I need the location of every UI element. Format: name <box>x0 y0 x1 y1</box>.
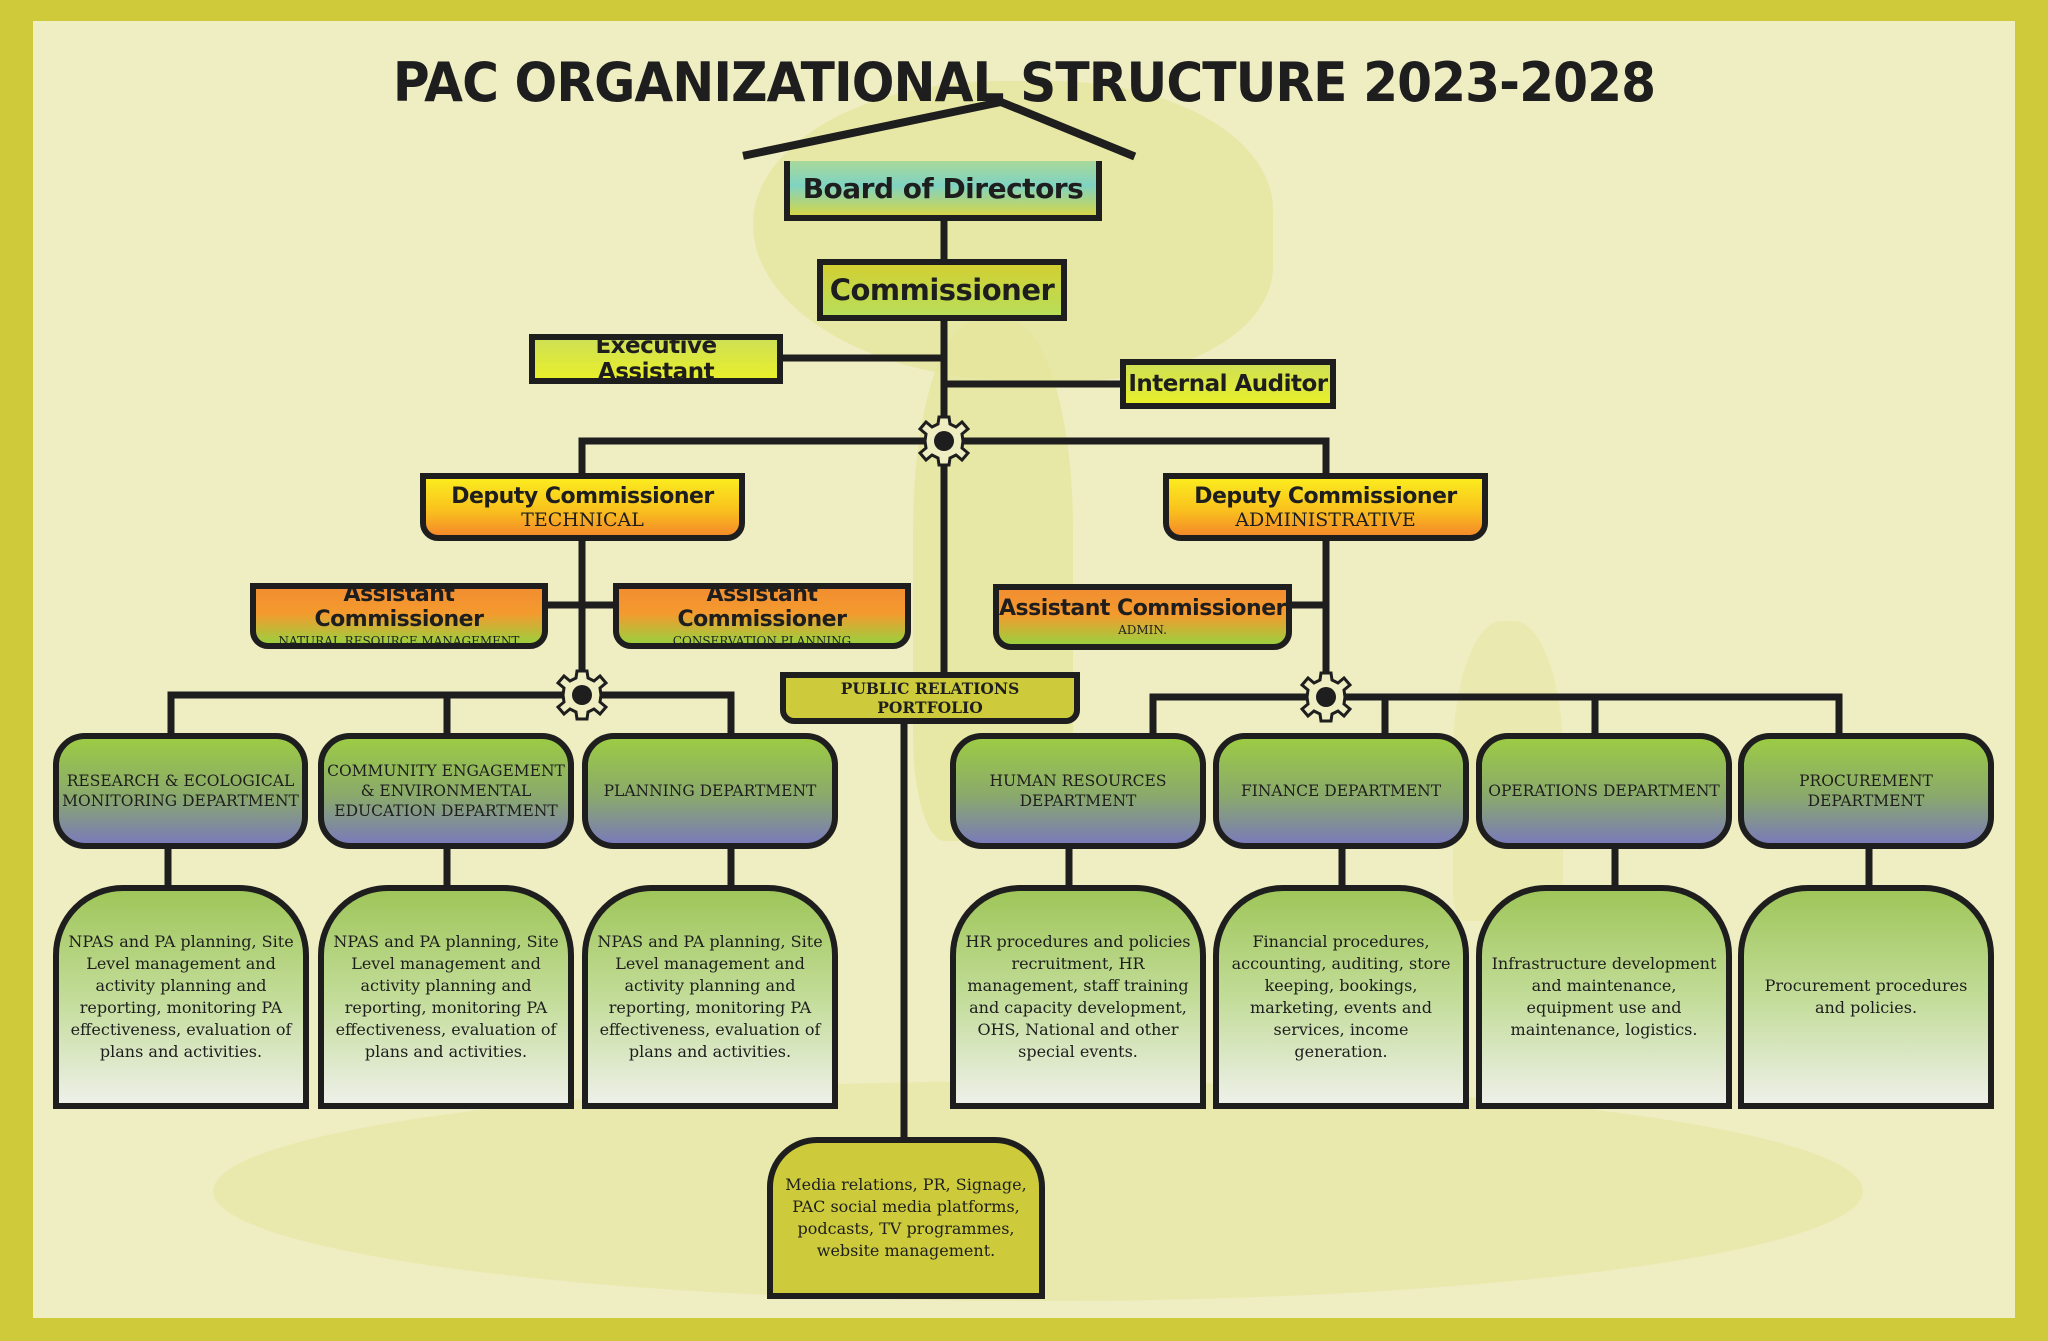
deputy-technical-title: Deputy Commissioner <box>451 483 714 509</box>
department-description-planning: NPAS and PA planning, Site Level managem… <box>582 885 838 1109</box>
assistant-commissioner-cp-box: Assistant Commissioner CONSERVATION PLAN… <box>613 582 911 649</box>
internal-auditor-box: Internal Auditor <box>1120 359 1336 409</box>
department-research-box: RESEARCH & ECOLOGICAL MONITORING DEPARTM… <box>53 733 308 849</box>
department-name: RESEARCH & ECOLOGICAL MONITORING DEPARTM… <box>62 772 299 810</box>
commissioner-label: Commissioner <box>829 273 1055 307</box>
assistant-nrm-title: Assistant Commissioner <box>314 582 484 632</box>
executive-assistant-box: Executive Assistant <box>529 333 783 385</box>
department-description: Financial procedures, accounting, auditi… <box>1231 932 1451 1061</box>
department-description-community-engagement: NPAS and PA planning, Site Level managem… <box>318 885 574 1109</box>
department-operations-box: OPERATIONS DEPARTMENT <box>1476 733 1732 849</box>
assistant-admin-title: Assistant Commissioner <box>999 595 1286 621</box>
department-name: PLANNING DEPARTMENT <box>603 782 817 800</box>
department-finance-box: FINANCE DEPARTMENT <box>1213 733 1469 849</box>
department-description: NPAS and PA planning, Site Level managem… <box>68 932 294 1061</box>
department-human-resources-box: HUMAN RESOURCES DEPARTMENT <box>950 733 1206 849</box>
department-community-engagement-box: COMMUNITY ENGAGEMENT & ENVIRONMENTAL EDU… <box>318 733 574 849</box>
board-of-directors-box: Board of Directors <box>784 161 1102 221</box>
assistant-admin-sub: ADMIN. <box>1118 622 1167 637</box>
public-relations-description-text: Media relations, PR, Signage, PAC social… <box>785 1175 1027 1260</box>
assistant-nrm-sub: NATURAL RESOURCE MANAGEMENT <box>278 634 520 648</box>
deputy-commissioner-administrative-box: Deputy Commissioner ADMINISTRATIVE <box>1163 473 1488 541</box>
assistant-cp-sub: CONSERVATION PLANNING <box>672 634 852 648</box>
department-name: OPERATIONS DEPARTMENT <box>1488 782 1720 800</box>
department-name: PROCUREMENT DEPARTMENT <box>1799 772 1933 810</box>
department-description: NPAS and PA planning, Site Level managem… <box>597 932 823 1061</box>
public-relations-portfolio-box: PUBLIC RELATIONS PORTFOLIO <box>780 672 1080 724</box>
department-name: HUMAN RESOURCES DEPARTMENT <box>989 772 1167 810</box>
deputy-technical-sub: TECHNICAL <box>521 508 644 531</box>
department-name: COMMUNITY ENGAGEMENT & ENVIRONMENTAL EDU… <box>327 762 565 820</box>
assistant-commissioner-admin-box: Assistant Commissioner ADMIN. <box>993 584 1292 650</box>
department-planning-box: PLANNING DEPARTMENT <box>582 733 838 849</box>
connector-lines <box>164 97 1873 1143</box>
department-description: HR procedures and policies recruitment, … <box>965 932 1191 1061</box>
department-description: NPAS and PA planning, Site Level managem… <box>333 932 559 1061</box>
deputy-administrative-sub: ADMINISTRATIVE <box>1235 508 1416 531</box>
deputy-commissioner-technical-box: Deputy Commissioner TECHNICAL <box>420 473 745 541</box>
department-procurement-box: PROCUREMENT DEPARTMENT <box>1738 733 1994 849</box>
gear-icon <box>555 669 609 721</box>
department-description: Procurement procedures and policies. <box>1764 976 1968 1017</box>
gear-icon <box>1299 671 1353 723</box>
department-description-research: NPAS and PA planning, Site Level managem… <box>53 885 309 1109</box>
department-description-finance: Financial procedures, accounting, auditi… <box>1213 885 1469 1109</box>
department-description-procurement: Procurement procedures and policies. <box>1738 885 1994 1109</box>
executive-assistant-label: Executive Assistant <box>595 333 717 385</box>
commissioner-box: Commissioner <box>817 259 1067 321</box>
department-description: Infrastructure development and maintenan… <box>1491 954 1717 1039</box>
deputy-administrative-title: Deputy Commissioner <box>1194 483 1457 509</box>
internal-auditor-label: Internal Auditor <box>1128 371 1328 397</box>
public-relations-description: Media relations, PR, Signage, PAC social… <box>767 1137 1045 1299</box>
assistant-commissioner-nrm-box: Assistant Commissioner NATURAL RESOURCE … <box>250 582 548 649</box>
gear-icon <box>917 415 971 467</box>
department-description-human-resources: HR procedures and policies recruitment, … <box>950 885 1206 1109</box>
public-relations-title: PUBLIC RELATIONS PORTFOLIO <box>840 679 1020 717</box>
assistant-cp-title: Assistant Commissioner <box>677 582 847 632</box>
org-chart-canvas: PAC ORGANIZATIONAL STRUCTURE 2023-2028 <box>33 21 2015 1318</box>
department-description-operations: Infrastructure development and maintenan… <box>1476 885 1732 1109</box>
page-title: PAC ORGANIZATIONAL STRUCTURE 2023-2028 <box>392 51 1656 114</box>
department-name: FINANCE DEPARTMENT <box>1240 782 1442 800</box>
board-label: Board of Directors <box>802 171 1084 205</box>
